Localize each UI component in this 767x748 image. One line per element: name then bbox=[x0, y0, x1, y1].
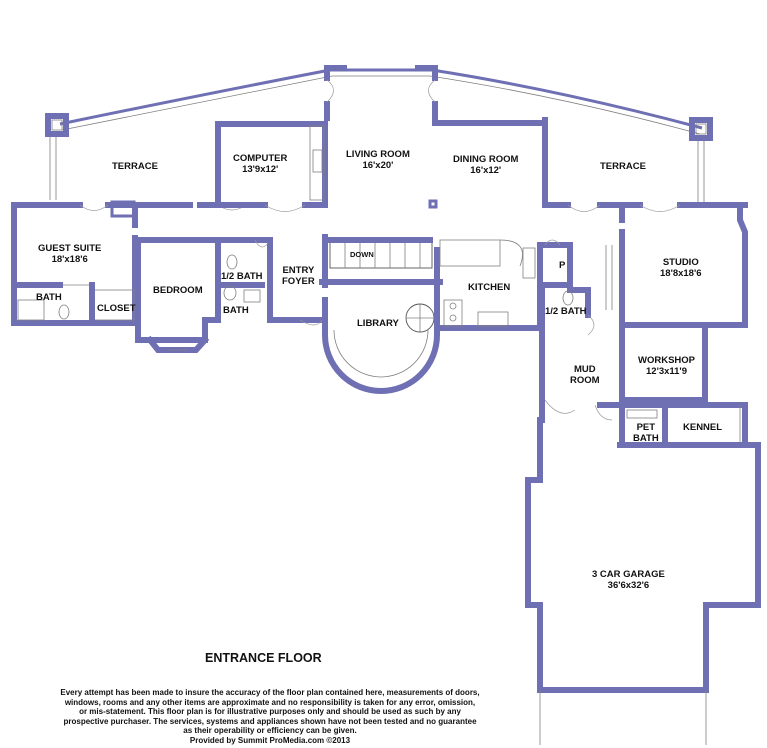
room-name: LIBRARY bbox=[357, 318, 399, 329]
room-kitchen: KITCHEN bbox=[468, 282, 510, 293]
room-pantry: P bbox=[559, 260, 565, 271]
room-name: STUDIO bbox=[662, 257, 699, 268]
room-name: DOWN bbox=[350, 250, 374, 259]
room-name: GUEST SUITE bbox=[38, 243, 102, 254]
tub-icon bbox=[17, 299, 45, 321]
room-dims: 16'x12' bbox=[470, 165, 502, 176]
room-name: BEDROOM bbox=[153, 285, 203, 296]
room-dims: 36'6x32'6 bbox=[607, 580, 650, 591]
room-bath-left: BATH bbox=[36, 292, 62, 303]
toilet-icon bbox=[58, 304, 70, 320]
mud-room-walls bbox=[539, 397, 625, 423]
room-name: TERRACE bbox=[600, 161, 646, 172]
room-dims: 18'x18'6 bbox=[51, 254, 88, 265]
library-walls bbox=[322, 297, 440, 394]
plan-title: ENTRANCE FLOOR bbox=[205, 651, 322, 665]
room-library: LIBRARY bbox=[357, 318, 399, 329]
room-name: LIVING ROOM bbox=[346, 149, 410, 160]
computer-room-walls bbox=[215, 121, 328, 208]
room-name: ENTRY bbox=[282, 265, 315, 276]
terrace-rail-outer bbox=[59, 68, 703, 130]
room-half-bath-right: 1/2 BATH bbox=[545, 306, 587, 317]
room-name: DINING ROOM bbox=[453, 154, 519, 165]
room-name: CLOSET bbox=[97, 303, 136, 314]
room-name-2: ROOM bbox=[570, 375, 600, 386]
terrace-right-column bbox=[689, 117, 713, 141]
room-closet: CLOSET bbox=[97, 303, 136, 314]
room-name: 1/2 BATH bbox=[545, 306, 587, 317]
pantry-walls bbox=[539, 242, 573, 288]
room-name: PET bbox=[636, 422, 656, 433]
credit-text: Provided by Summit ProMedia.com ©2013 bbox=[189, 735, 351, 745]
living-room-wall-left bbox=[324, 65, 347, 81]
room-half-bath-left: 1/2 BATH bbox=[221, 271, 263, 282]
entry-walls bbox=[267, 237, 325, 323]
room-terrace-right: TERRACE bbox=[600, 161, 646, 172]
sink-icon bbox=[477, 311, 509, 327]
room-dims: 13'9x12' bbox=[242, 164, 279, 175]
room-name: 1/2 BATH bbox=[221, 271, 263, 282]
stair-down-label: DOWN bbox=[350, 249, 374, 260]
room-name: WORKSHOP bbox=[638, 355, 695, 366]
disclaimer-text: Every attempt has been made to insure th… bbox=[60, 688, 480, 735]
room-dims: 12'3x11'9 bbox=[646, 366, 687, 377]
room-name: P bbox=[559, 260, 566, 271]
bedroom-walls bbox=[135, 237, 221, 343]
disclaimer: Every attempt has been made to insure th… bbox=[60, 688, 480, 745]
room-name: COMPUTER bbox=[233, 153, 288, 164]
room-dims: 18'8x18'6 bbox=[660, 268, 702, 279]
room-bedroom: BEDROOM bbox=[153, 285, 203, 296]
room-dims: 16'x20' bbox=[362, 160, 394, 171]
garage-walls bbox=[525, 417, 761, 693]
range-icon bbox=[443, 299, 463, 327]
terrace-left-column bbox=[45, 113, 69, 137]
workshop-walls bbox=[619, 322, 708, 403]
room-name: KITCHEN bbox=[468, 282, 511, 293]
room-kennel: KENNEL bbox=[683, 422, 722, 433]
half-bath-right-walls bbox=[539, 282, 591, 403]
room-name-2: FOYER bbox=[282, 276, 315, 287]
room-name: TERRACE bbox=[112, 161, 158, 172]
studio-walls bbox=[619, 202, 748, 328]
room-terrace-left: TERRACE bbox=[112, 161, 158, 172]
terrace-rail-inner bbox=[61, 75, 701, 135]
room-name: 3 CAR GARAGE bbox=[592, 569, 665, 580]
room-name: BATH bbox=[36, 292, 62, 303]
room-name: KENNEL bbox=[683, 422, 723, 433]
room-name-2: BATH bbox=[633, 433, 659, 444]
room-name: BATH bbox=[223, 305, 249, 316]
living-room-wall-right bbox=[415, 65, 438, 81]
room-bath-mid: BATH bbox=[223, 305, 249, 316]
room-name: MUD bbox=[573, 364, 596, 375]
